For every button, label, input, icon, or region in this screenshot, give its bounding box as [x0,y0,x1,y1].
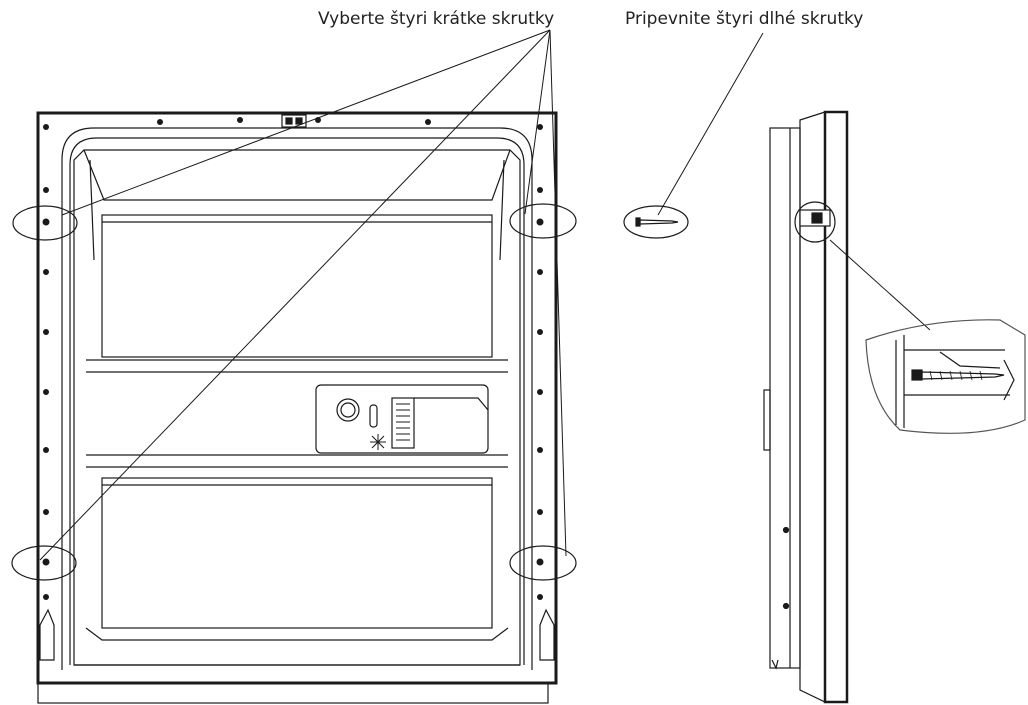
screw-highlight-top-left [12,205,78,241]
door-side-view [763,110,931,704]
short-screw-highlights [11,203,577,581]
left-hinge [39,608,55,661]
zoom-screw-thread [929,370,983,381]
attach-long-screws-label: Pripevnite štyri dlhé skrutky [625,9,864,29]
long-screw-leader-line [657,32,764,216]
screw-highlight-bottom-left [11,545,77,581]
zoom-bracket-slope [939,351,1001,369]
dispenser-vent [391,397,415,449]
bottom-recess [85,627,509,641]
remove-short-screws-label: Vyberte štyri krátke skrutky [318,9,555,29]
rinse-aid-dial-icon [336,398,360,422]
side-panel-outer [823,110,849,704]
door-latch-pin-right [295,117,303,125]
door-front-view [36,111,558,704]
door-inner-frame [61,127,533,670]
long-screw-head-icon [635,217,641,227]
dispenser-vent-slots [396,403,410,441]
side-screw-dot-lower [782,602,790,610]
door-inner-frame-line [69,137,525,665]
bracket-highlight [794,201,836,243]
bracket-screw [811,212,823,224]
top-recess [83,149,511,201]
lower-shelf [101,477,493,629]
zoom-detail [865,319,1026,434]
screw-highlight-bottom-right [509,545,577,581]
screw-highlight-top-right [509,203,577,239]
door-bottom-plinth [37,682,549,704]
door-latch-pin [285,117,293,125]
side-panel-edge [799,111,826,703]
level-indicator-icon [369,404,378,428]
remove-screws-leader-lines [39,29,567,561]
door-inner-panel [73,149,521,666]
detergent-dispenser [315,384,489,454]
upper-shelf [101,214,493,358]
right-hinge [539,608,555,661]
frame-screws [42,117,544,600]
zoom-screw-shaft [921,371,1005,380]
zoom-connector-line [829,239,931,331]
side-door-body [769,127,801,669]
side-handle [763,389,771,451]
long-screw-shaft-icon [639,219,679,225]
rinse-aid-dial-inner [340,402,356,418]
side-foot [771,659,779,670]
sparkle-icon [370,434,386,450]
long-screw-callout [623,32,764,239]
zoom-detail-outline [865,319,1026,434]
dispenser-lid-edge [414,397,489,411]
side-screw-dot [782,526,790,534]
zoom-screw-head [911,369,923,381]
top-recess-sides [89,159,505,261]
zoom-panel-edge [1003,359,1015,401]
long-screw-highlight [623,205,689,239]
